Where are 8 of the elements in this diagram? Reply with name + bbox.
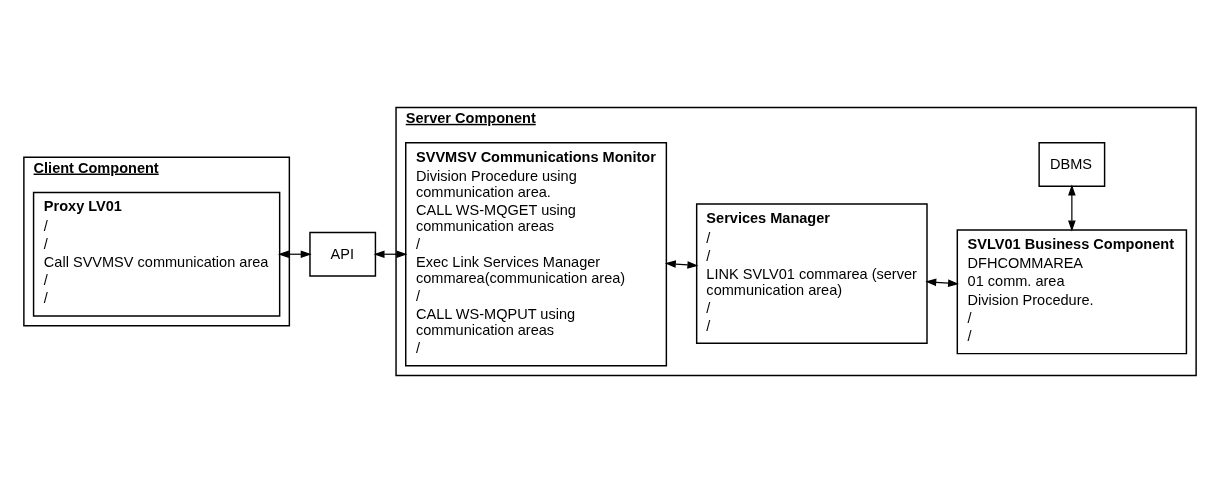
node-box: API xyxy=(309,231,377,277)
node-box: Proxy LV01 / / Call SVVMSV communication area / / xyxy=(32,191,281,317)
arrow xyxy=(925,278,959,287)
node-box: SVLV01 Business Component DFHCOMMAREA 01 comm. area Division Procedure. / / xyxy=(956,229,1188,355)
node-box: SVVMSV Communications Monitor Division Procedure using communication area. CALL WS-MQGET using communication areas / Exec Link Services Manager commarea(communication area) / CALL WS-MQPUT using communication areas / xyxy=(405,141,668,367)
node-box: DBMS xyxy=(1038,141,1106,188)
node-box: Services Manager / / LINK SVLV01 commarea (server communication area) / / xyxy=(695,203,928,345)
arrow xyxy=(1068,184,1076,232)
